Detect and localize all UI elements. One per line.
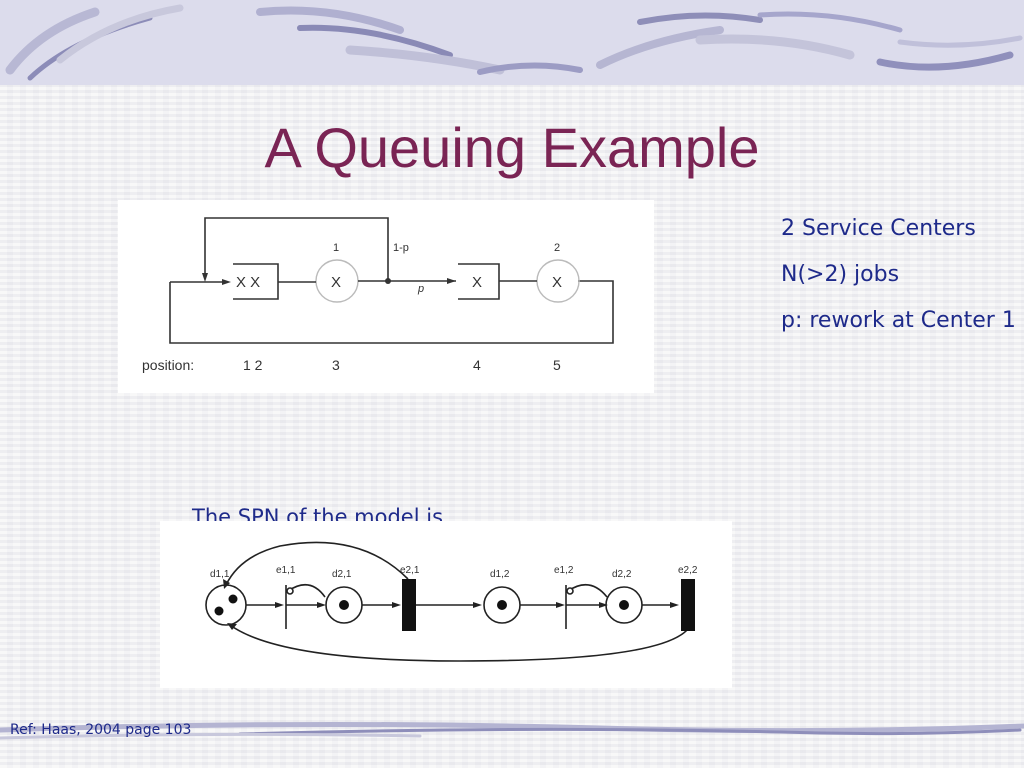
queue2-jobs: X	[472, 274, 482, 291]
position-3: 3	[332, 357, 340, 373]
position-5: 5	[553, 357, 561, 373]
place-label-d21: d2,1	[332, 569, 352, 580]
transition-label-e11: e1,1	[276, 565, 296, 576]
place-label-d12: d1,2	[490, 569, 510, 580]
server1-symbol: X	[331, 274, 341, 291]
header-decoration	[0, 0, 1024, 85]
reference-note: Ref: Haas, 2004 page 103	[10, 722, 192, 738]
position-4: 4	[473, 357, 481, 373]
rework-prob-label: 1-p	[393, 242, 409, 254]
bullet-item: N(>2) jobs	[781, 262, 900, 287]
transition-label-e12: e1,2	[554, 565, 574, 576]
center2-label: 2	[554, 242, 560, 254]
position-1-2: 1 2	[243, 357, 263, 373]
bullet-item: 2 Service Centers	[781, 216, 976, 241]
server2-symbol: X	[552, 274, 562, 291]
place-label-d22: d2,2	[612, 569, 632, 580]
spn-diagram: d1,1 e1,1 d2,1 e2,1 d1,2 e1,2 d2,2 e2,2	[160, 521, 732, 688]
position-label: position:	[142, 357, 194, 373]
center1-label: 1	[333, 242, 339, 254]
queue1-jobs: X X	[236, 274, 260, 291]
bullet-item: p: rework at Center 1	[781, 308, 1016, 333]
slide-title: A Queuing Example	[264, 116, 760, 179]
footer-decoration	[0, 718, 1024, 748]
transition-label-e21: e2,1	[400, 565, 420, 576]
bullet-list: 2 Service Centers N(>2) jobs p: rework a…	[781, 214, 1021, 352]
queue-network-diagram: X X X X X 1 2 1-p p position: 1 2 3 4 5	[118, 200, 654, 393]
transition-label-e22: e2,2	[678, 565, 698, 576]
forward-prob-label: p	[417, 283, 424, 295]
place-label-d11: d1,1	[210, 569, 230, 580]
